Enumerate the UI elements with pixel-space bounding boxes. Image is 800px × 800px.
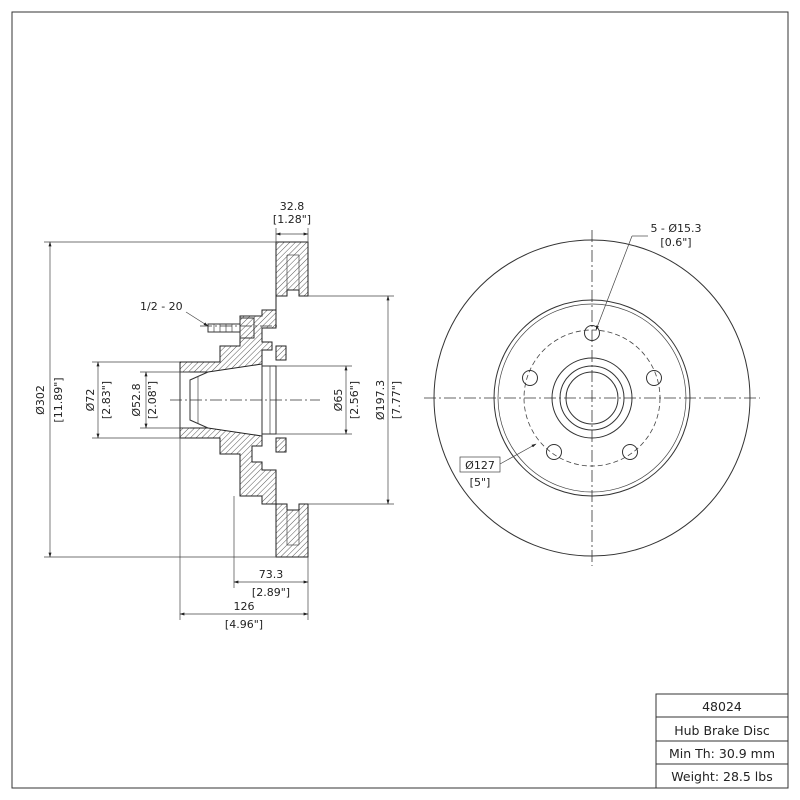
bolt-hole-3 — [622, 444, 638, 460]
outer-diameter-in: [11.89"] — [52, 377, 65, 422]
title-block: 48024 Hub Brake Disc Min Th: 30.9 mm Wei… — [655, 693, 789, 789]
bolt-circle-label-box — [459, 456, 501, 473]
bore-outer-in: [2.83"] — [100, 381, 113, 419]
bore-inner-in: [2.08"] — [146, 381, 159, 419]
weight: Weight: 28.5 lbs — [671, 769, 772, 784]
front-view: 5 - Ø15.3 [0.6"] Ø127 [5"] — [424, 222, 760, 566]
bore-inner-mm: Ø52.8 — [130, 383, 143, 416]
offset-in: [2.89"] — [252, 586, 290, 599]
bore-outer-mm: Ø72 — [84, 389, 97, 412]
hat-diameter-in: [7.77"] — [390, 381, 403, 419]
stud-nut-lower — [275, 437, 287, 453]
bolt-circle-mm: Ø127 — [465, 459, 495, 472]
hat-diameter-mm: Ø197.3 — [374, 380, 387, 420]
part-name: Hub Brake Disc — [674, 723, 770, 738]
stud-thread-label: 1/2 - 20 — [140, 300, 183, 313]
rotor-ring-top — [275, 241, 309, 297]
hub-hat-upper — [179, 296, 277, 373]
bolt-hole-5 — [522, 370, 538, 386]
bolt-hole-2 — [646, 370, 662, 386]
bolt-circle-in: [5"] — [470, 476, 491, 489]
bolt-hole-4 — [546, 444, 562, 460]
rotor-ring-bottom — [275, 503, 309, 558]
outer-diameter-mm: Ø302 — [34, 385, 47, 415]
total-height-mm: 126 — [234, 600, 255, 613]
part-number: 48024 — [702, 699, 742, 714]
bolt-holes-mm: 5 - Ø15.3 — [650, 222, 701, 235]
side-section-view — [170, 241, 320, 558]
hub-pilot-in: [2.56"] — [348, 381, 361, 419]
side-dimensions: 32.8 [1.28"] 1/2 - 20 Ø302 [11.89"] Ø72 … — [34, 200, 403, 631]
flange-thickness-in: [1.28"] — [273, 213, 311, 226]
wheel-stud — [207, 317, 255, 339]
stud-nut-upper — [275, 345, 287, 361]
hub-hat-lower — [179, 427, 277, 505]
total-height-in: [4.96"] — [225, 618, 263, 631]
hub-pilot-mm: Ø65 — [332, 389, 345, 412]
flange-thickness-mm: 32.8 — [280, 200, 305, 213]
offset-mm: 73.3 — [259, 568, 284, 581]
bolt-holes-in: [0.6"] — [660, 236, 691, 249]
min-thickness: Min Th: 30.9 mm — [669, 746, 775, 761]
drawing-frame — [11, 11, 789, 789]
